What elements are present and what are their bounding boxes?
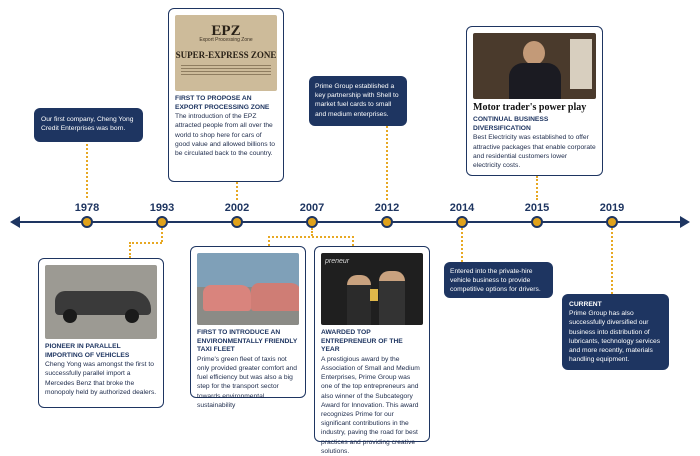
timeline-right-arrow-icon	[680, 216, 690, 228]
event-title: CURRENT	[569, 301, 602, 308]
timeline-dot-2015	[531, 216, 543, 228]
event-title: CONTINUAL BUSINESS DIVERSIFICATION	[473, 116, 549, 132]
mercedes-car-image	[45, 265, 157, 339]
event-card-2007-taxi: FIRST TO INTRODUCE AN ENVIRONMENTALLY FR…	[190, 246, 306, 409]
connector-2007-c	[268, 236, 270, 246]
connector-2012	[386, 126, 388, 200]
connector-2015	[536, 176, 538, 200]
car-wheel-front	[63, 309, 77, 323]
taxi-fleet-image	[197, 253, 299, 325]
event-card-1978: Our first company, Cheng Yong Credit Ent…	[34, 108, 143, 142]
taxi-car-1	[203, 285, 251, 311]
connector-1978	[86, 140, 88, 198]
connector-2014	[461, 228, 463, 262]
year-2002: 2002	[224, 202, 250, 214]
event-title: FIRST TO PROPOSE AN EXPORT PROCESSING ZO…	[175, 95, 270, 111]
year-2019: 2019	[599, 202, 625, 214]
clipping-body-lines	[181, 64, 271, 77]
clipping-subheading: Export Processing Zone	[199, 37, 253, 44]
timeline-dot-2019	[606, 216, 618, 228]
event-text: Prime's green fleet of taxis not only pr…	[197, 355, 297, 409]
event-card-2014: Entered into the private-hire vehicle bu…	[444, 262, 553, 298]
year-2014: 2014	[449, 202, 475, 214]
event-title: FIRST TO INTRODUCE AN ENVIRONMENTALLY FR…	[197, 329, 298, 354]
event-card-2007-award: preneur AWARDED TOP ENTREPRENEUR OF THE …	[314, 246, 430, 455]
event-card-2012: Prime Group established a key partnershi…	[309, 76, 407, 126]
clipping-heading: EPZ	[211, 23, 241, 39]
year-2007: 2007	[299, 202, 325, 214]
event-text: The introduction of the EPZ attracted pe…	[175, 113, 276, 157]
taxi-car-2	[251, 283, 299, 311]
event-card-1993: PIONEER IN PARALLEL IMPORTING OF VEHICLE…	[38, 258, 164, 408]
event-title: AWARDED TOP ENTREPRENEUR OF THE YEAR	[321, 329, 403, 354]
award-banner-text: preneur	[325, 258, 350, 265]
event-title: PIONEER IN PARALLEL IMPORTING OF VEHICLE…	[45, 343, 130, 359]
connector-1993-a	[161, 228, 163, 242]
portrait-suit	[509, 63, 561, 99]
newspaper-clipping-image: EPZ Export Processing Zone SUPER-EXPRESS…	[175, 15, 277, 91]
event-card-2019: CURRENT Prime Group has also successfull…	[562, 294, 669, 370]
year-2012: 2012	[374, 202, 400, 214]
timeline-left-arrow-icon	[10, 216, 20, 228]
timeline-dot-2007	[306, 216, 318, 228]
event-text: Prime Group has also successfully divers…	[569, 310, 661, 364]
event-text: A prestigious award by the Association o…	[321, 355, 420, 455]
event-text: Our first company, Cheng Yong Credit Ent…	[41, 116, 134, 133]
event-card-2015: Motor trader's power play CONTINUAL BUSI…	[466, 26, 603, 176]
connector-2007-a	[311, 228, 313, 236]
award-ceremony-image: preneur	[321, 253, 423, 325]
year-1993: 1993	[149, 202, 175, 214]
car-wheel-rear	[125, 309, 139, 323]
connector-2007-d	[352, 236, 354, 246]
timeline-axis	[18, 221, 682, 223]
timeline-dot-1978	[81, 216, 93, 228]
award-person-2	[379, 271, 405, 325]
connector-2002	[236, 182, 238, 200]
trophy-icon	[370, 289, 378, 301]
event-text: Prime Group established a key partnershi…	[315, 83, 399, 118]
newspaper-headline: Motor trader's power play	[473, 102, 587, 113]
award-person-1	[347, 275, 371, 325]
event-text: Cheng Yong was amongst the first to succ…	[45, 361, 157, 396]
portrait-article-column	[570, 39, 592, 89]
clipping-banner: SUPER-EXPRESS ZONE	[175, 50, 277, 61]
executive-portrait-image	[473, 33, 596, 99]
timeline-dot-2012	[381, 216, 393, 228]
event-card-2002: EPZ Export Processing Zone SUPER-EXPRESS…	[168, 8, 284, 182]
timeline-dot-1993	[156, 216, 168, 228]
event-text: Entered into the private-hire vehicle bu…	[450, 268, 541, 294]
connector-2007-b	[268, 236, 354, 238]
timeline-dot-2014	[456, 216, 468, 228]
connector-1993-c	[129, 242, 131, 258]
timeline-dot-2002	[231, 216, 243, 228]
portrait-face	[523, 41, 545, 65]
year-1978: 1978	[74, 202, 100, 214]
connector-2019	[611, 228, 613, 294]
year-2015: 2015	[524, 202, 550, 214]
connector-1993-b	[129, 242, 162, 244]
event-text: Best Electricity was established to offe…	[473, 134, 596, 169]
